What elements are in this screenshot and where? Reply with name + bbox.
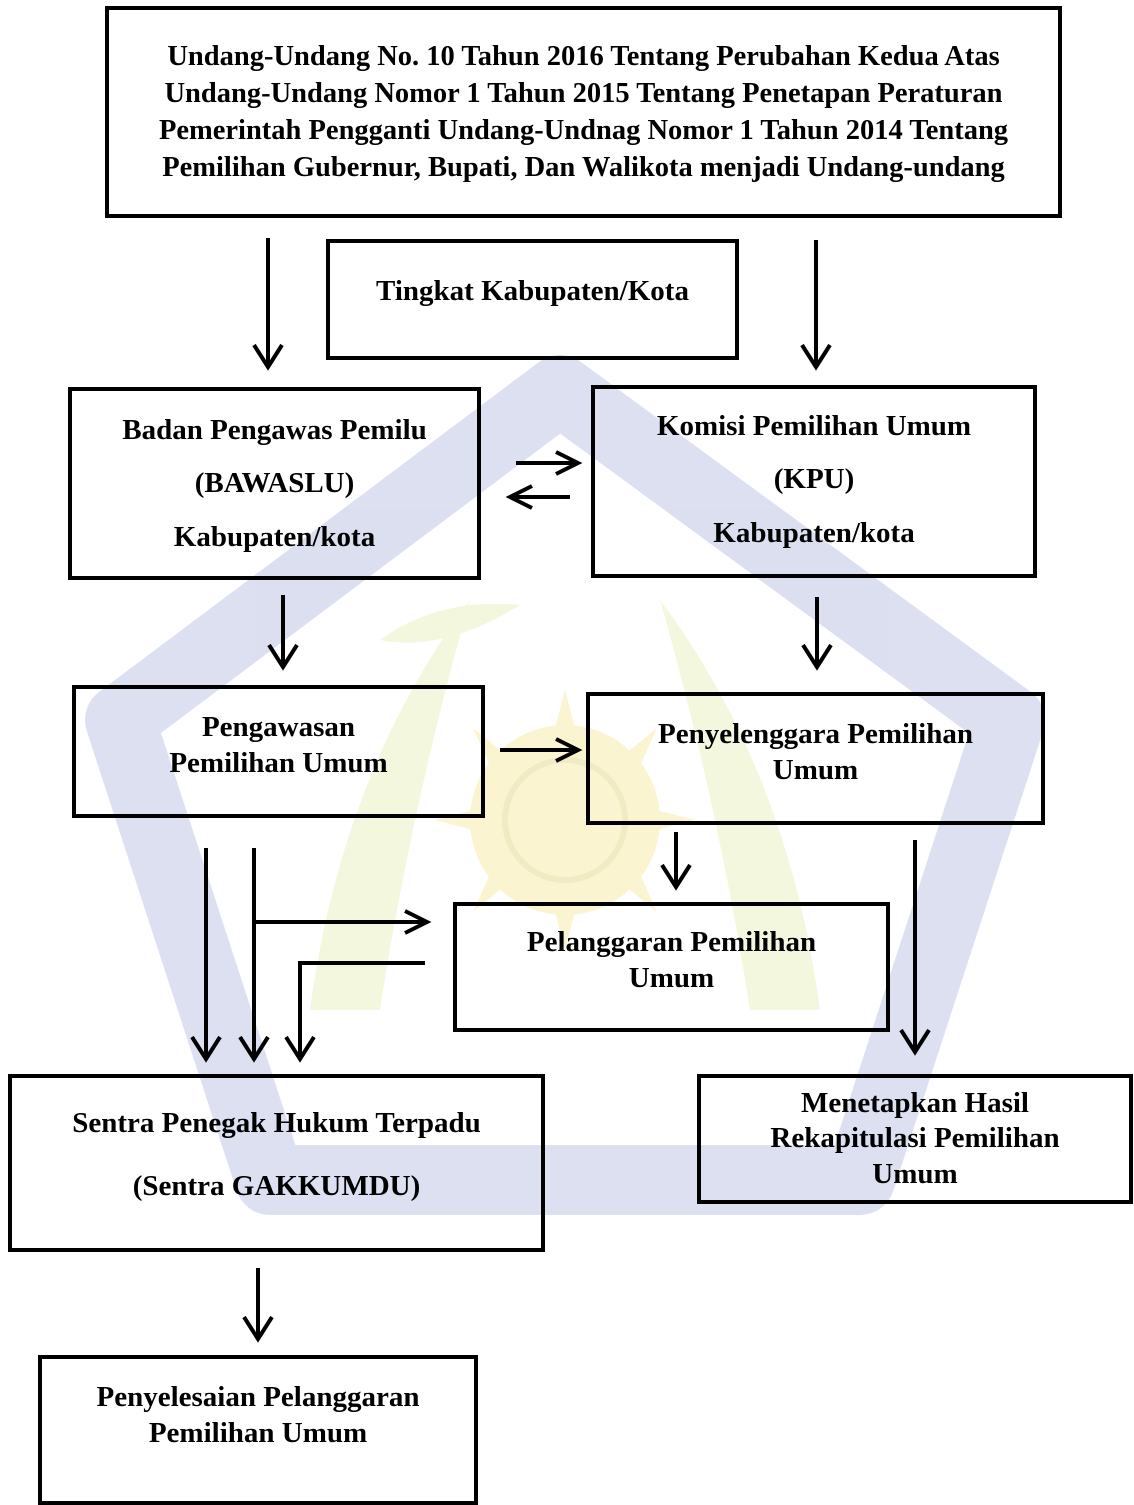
rekapitulasi-box: Menetapkan Hasil Rekapitulasi Pemilihan … <box>697 1074 1133 1204</box>
level-box: Tingkat Kabupaten/Kota <box>326 239 739 360</box>
gakkumdu-name: Sentra Penegak Hukum Terpadu <box>72 1107 481 1140</box>
bawaslu-name: Badan Pengawas Pemilu <box>122 413 427 446</box>
level-box-text: Tingkat Kabupaten/Kota <box>376 275 689 307</box>
law-box-text: Undang-Undang No. 10 Tahun 2016 Tentang … <box>158 40 1009 184</box>
gakkumdu-abbr: (Sentra GAKKUMDU) <box>132 1170 421 1203</box>
kpu-level: Kabupaten/kota <box>713 517 915 550</box>
penyelesaian-box: Penyelesaian Pelanggaran Pemilihan Umum <box>38 1355 478 1505</box>
pelanggaran-box: Pelanggaran Pemilihan Umum <box>453 902 890 1032</box>
arrow-pelanggaran-to-gakkumdu <box>298 961 425 1057</box>
kpu-name: Komisi Pemilihan Umum <box>656 409 972 442</box>
penyelesaian-text: Penyelesaian Pelanggaran Pemilihan Umum <box>96 1381 420 1450</box>
penyelenggara-text: Penyelenggara Pemilihan Umum <box>658 718 973 787</box>
bawaslu-level: Kabupaten/kota <box>173 521 376 554</box>
law-box: Undang-Undang No. 10 Tahun 2016 Tentang … <box>105 6 1062 218</box>
kpu-abbr: (KPU) <box>773 463 855 496</box>
pelanggaran-text: Pelanggaran Pemilihan Umum <box>526 926 817 995</box>
pengawasan-box: Pengawasan Pemilihan Umum <box>72 685 485 818</box>
penyelenggara-box: Penyelenggara Pemilihan Umum <box>586 692 1045 825</box>
pengawasan-text: Pengawasan Pemilihan Umum <box>169 711 388 780</box>
bawaslu-abbr: (BAWASLU) <box>194 467 355 500</box>
kpu-box: Komisi Pemilihan Umum (KPU) Kabupaten/ko… <box>591 385 1037 578</box>
gakkumdu-box: Sentra Penegak Hukum Terpadu (Sentra GAK… <box>8 1074 545 1252</box>
rekapitulasi-text: Menetapkan Hasil Rekapitulasi Pemilihan … <box>770 1086 1060 1190</box>
bawaslu-box: Badan Pengawas Pemilu (BAWASLU) Kabupate… <box>68 387 481 580</box>
